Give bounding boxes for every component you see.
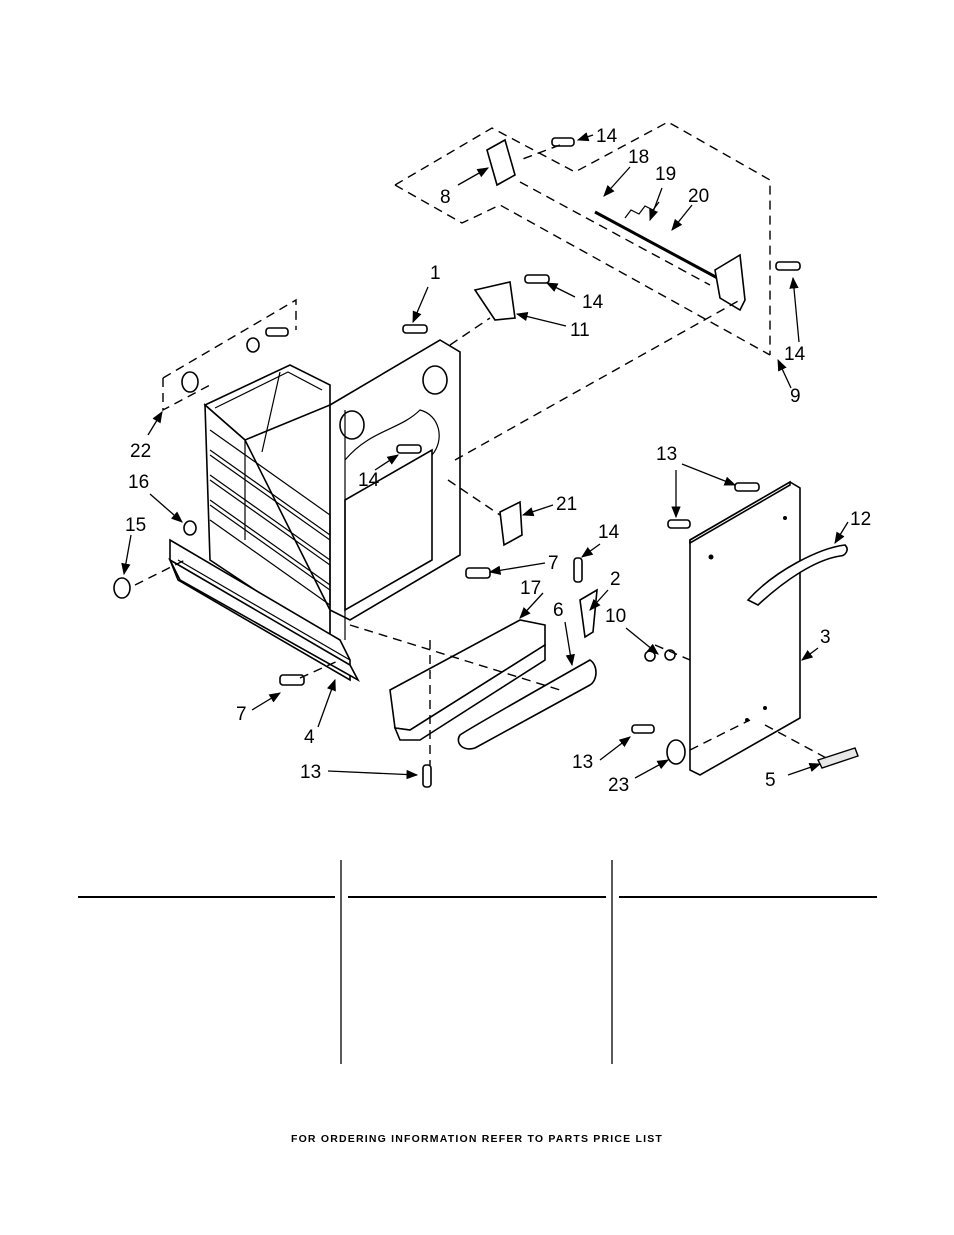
- callout-14-frame: 14: [358, 470, 380, 491]
- hinge-assembly-outline: [394, 121, 771, 356]
- base-rail: [168, 538, 360, 683]
- assembly-lines: [134, 144, 831, 765]
- ordering-info-footer: FOR ORDERING INFORMATION REFER TO PARTS …: [290, 1133, 664, 1145]
- callout-7-top: 7: [548, 553, 559, 574]
- callout-14-bracket: 14: [582, 292, 604, 313]
- callout-5: 5: [765, 770, 776, 791]
- callout-13-base: 13: [300, 762, 321, 783]
- callout-10: 10: [605, 606, 626, 627]
- callout-6: 6: [553, 600, 564, 621]
- callout-18: 18: [628, 147, 649, 168]
- callout-9: 9: [790, 386, 801, 407]
- callout-19: 19: [655, 164, 676, 185]
- callout-13-door-top: 13: [656, 444, 677, 465]
- hinge-bracket: [473, 138, 523, 547]
- callout-22: 22: [130, 441, 151, 462]
- callout-12: 12: [850, 509, 871, 530]
- callout-20: 20: [688, 186, 709, 207]
- callout-23: 23: [608, 775, 629, 796]
- callout-2: 2: [610, 569, 621, 590]
- callout-labels: 1 2 3 4 5 6 7 7 8 9 10 11 12 13 13 13 13…: [125, 126, 871, 796]
- callout-1: 1: [430, 263, 441, 284]
- leader-arrows: [121, 132, 849, 780]
- callout-14-top: 14: [596, 126, 618, 147]
- callout-7-bottom: 7: [236, 704, 247, 725]
- door-panel: [689, 480, 848, 776]
- cabinet-frame: [203, 339, 461, 642]
- callout-14-right: 14: [784, 344, 806, 365]
- callout-17: 17: [520, 578, 541, 599]
- callout-4: 4: [304, 727, 315, 748]
- callout-21: 21: [556, 494, 577, 515]
- screws-and-fasteners: [113, 137, 859, 788]
- callout-8: 8: [440, 187, 451, 208]
- exploded-parts-diagram: 1 2 3 4 5 6 7 7 8 9 10 11 12 13 13 13 13…: [113, 121, 871, 796]
- callout-13-door-bottom: 13: [572, 752, 593, 773]
- callout-3: 3: [820, 627, 831, 648]
- knob-kit-outline: [162, 298, 297, 412]
- callout-11: 11: [570, 320, 590, 341]
- toe-grille: [389, 619, 597, 750]
- callout-14-grille: 14: [598, 522, 620, 543]
- callout-16: 16: [128, 472, 149, 493]
- callout-15: 15: [125, 515, 146, 536]
- hinge-pin: [594, 201, 746, 312]
